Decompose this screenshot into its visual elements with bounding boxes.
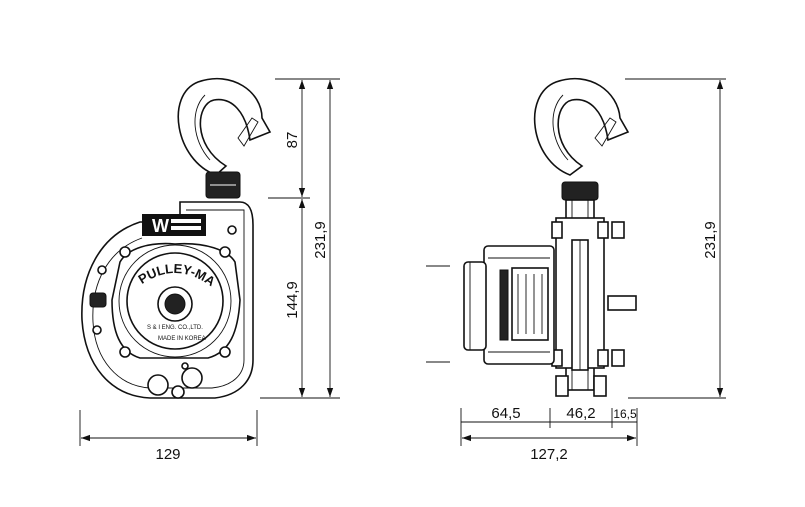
front-dimensions: 87 144,9 231,9 129 bbox=[79, 78, 340, 463]
side-hook bbox=[533, 77, 630, 201]
front-hook bbox=[177, 77, 272, 199]
front-view: W PULLEY-MAN S & I ENG. CO.,LTD. MADE IN… bbox=[0, 0, 340, 463]
dim-segment-3: 16,5 bbox=[613, 407, 637, 421]
dim-total-width-side: 127,2 bbox=[530, 446, 568, 463]
dim-total-height-front: 231,9 bbox=[312, 221, 329, 259]
front-body: W PULLEY-MAN S & I ENG. CO.,LTD. MADE IN… bbox=[0, 0, 254, 399]
side-view: 231,9 64,5 46,2 16,5 127,2 bbox=[426, 77, 726, 463]
dim-segment-2: 46,2 bbox=[566, 405, 595, 422]
dim-total-height-side: 231,9 bbox=[702, 221, 719, 259]
dim-segment-1: 64,5 bbox=[491, 405, 520, 422]
side-housing bbox=[463, 245, 555, 365]
brand-badge: W bbox=[152, 216, 169, 236]
dim-hook-height: 87 bbox=[284, 132, 301, 149]
nameplate-origin: MADE IN KOREA bbox=[158, 336, 206, 342]
side-frame bbox=[551, 199, 637, 397]
nameplate-maker: S & I ENG. CO.,LTD. bbox=[147, 325, 203, 331]
dim-width-front: 129 bbox=[155, 446, 180, 463]
side-dimensions: 231,9 64,5 46,2 16,5 127,2 bbox=[460, 78, 726, 463]
dim-body-height: 144,9 bbox=[284, 281, 301, 319]
